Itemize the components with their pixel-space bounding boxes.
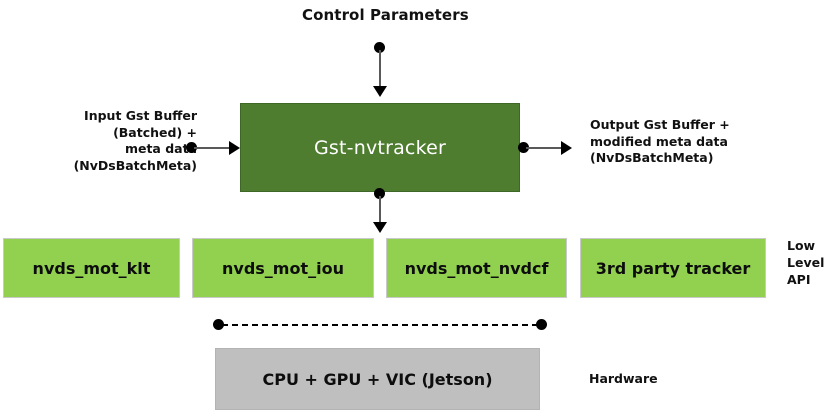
low-level-connector-line (378, 196, 381, 224)
hardware-connector-dot-left (213, 319, 224, 330)
low-level-box-nvds-mot-klt[interactable]: nvds_mot_klt (3, 238, 180, 298)
control-parameters-title: Control Parameters (302, 6, 469, 24)
low-level-api-annotation-line2: Level (787, 255, 825, 270)
low-level-box-label: nvds_mot_iou (222, 258, 344, 278)
low-level-arrowhead (372, 222, 387, 233)
output-connector-line (526, 146, 566, 149)
low-level-connector-dot (374, 188, 385, 199)
low-level-box-label: 3rd party tracker (595, 258, 751, 278)
hardware-block[interactable]: CPU + GPU + VIC (Jetson) (215, 348, 540, 410)
low-level-box-nvds-mot-iou[interactable]: nvds_mot_iou (192, 238, 374, 298)
low-level-api-annotation-line1: Low (787, 238, 816, 253)
low-level-box-nvds-mot-nvdcf[interactable]: nvds_mot_nvdcf (386, 238, 567, 298)
low-level-box-label: nvds_mot_klt (32, 258, 151, 278)
output-buffer-label-line2: modified meta data (590, 133, 728, 149)
low-level-api-annotation: Low Level API (787, 237, 837, 288)
input-buffer-label-line1: Input Gst Buffer (84, 108, 197, 123)
input-buffer-label-line2: (Batched) + (113, 124, 197, 140)
low-level-box-label: nvds_mot_nvdcf (404, 258, 549, 278)
gst-nvtracker-block[interactable]: Gst-nvtracker (240, 103, 520, 192)
input-arrowhead (229, 140, 240, 155)
output-buffer-label-line1: Output Gst Buffer + (590, 117, 730, 132)
control-parameters-arrowhead (372, 86, 387, 97)
output-buffer-label-line3: (NvDsBatchMeta) (590, 150, 714, 165)
gst-nvtracker-label: Gst-nvtracker (314, 136, 446, 159)
input-buffer-label: Input Gst Buffer (Batched) + meta data (… (45, 108, 197, 174)
low-level-box-3rd-party-tracker[interactable]: 3rd party tracker (580, 238, 766, 298)
hardware-connector-dot-right (536, 319, 547, 330)
output-buffer-label: Output Gst Buffer + modified meta data (… (590, 117, 780, 167)
input-buffer-label-line3: meta data (124, 141, 197, 156)
hardware-annotation: Hardware (589, 371, 658, 386)
input-buffer-label-line4: (NvDsBatchMeta) (73, 157, 197, 173)
control-parameters-connector-line (378, 50, 381, 87)
control-parameters-connector-dot (374, 42, 385, 53)
low-level-api-annotation-line3: API (787, 272, 811, 287)
input-connector-line (194, 146, 234, 149)
hardware-connector-dashed-line (222, 324, 538, 326)
output-connector-dot (518, 142, 529, 153)
output-arrowhead (561, 140, 572, 155)
hardware-block-label: CPU + GPU + VIC (Jetson) (262, 369, 493, 389)
input-connector-dot (186, 142, 197, 153)
